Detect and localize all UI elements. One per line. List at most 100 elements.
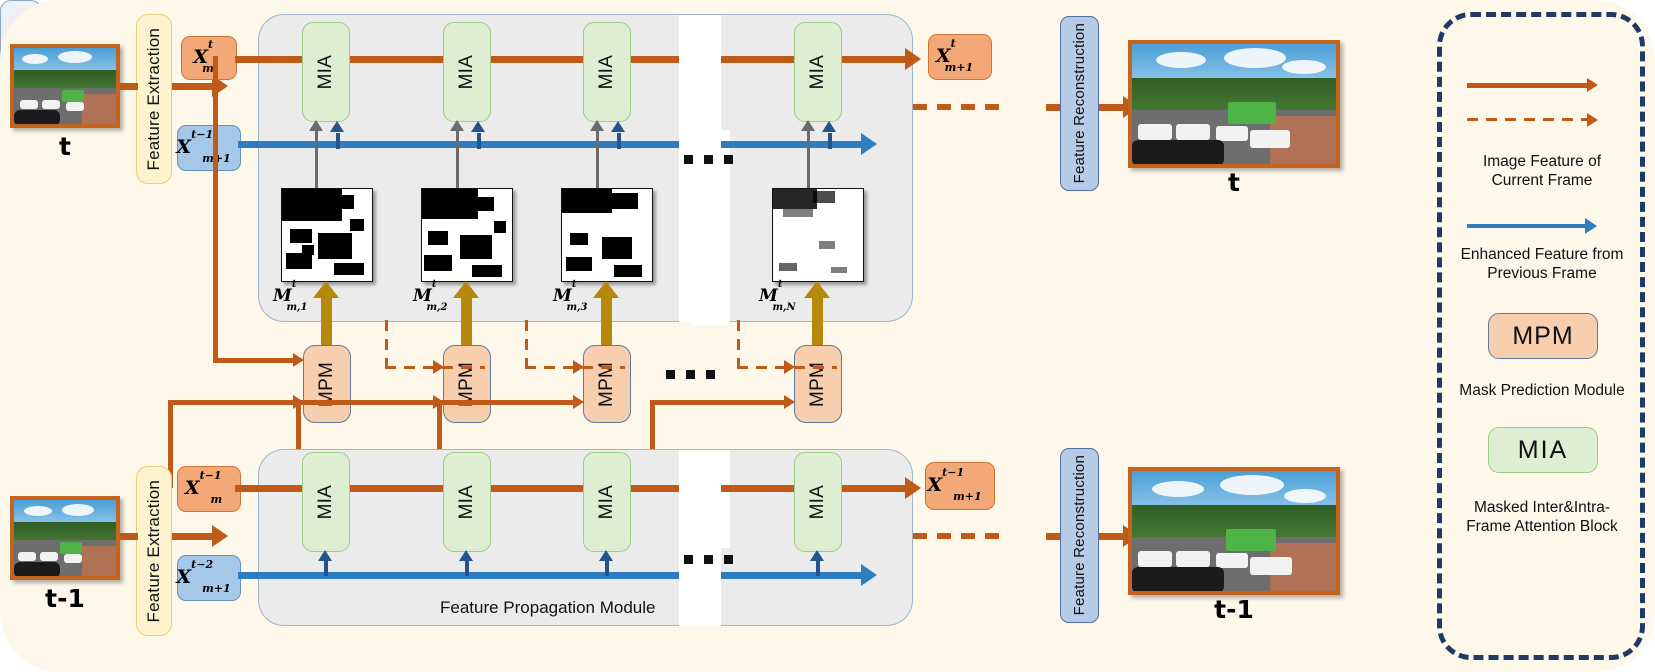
- mpm-block-2[interactable]: MPM: [443, 345, 491, 423]
- input-frame-photo-top: [10, 44, 120, 128]
- photo-car: [1250, 557, 1292, 575]
- photo-sidewalk: [82, 546, 116, 576]
- blue-feed-arrow-bottom-3: [599, 550, 613, 561]
- gold-arrow-4: [804, 281, 830, 298]
- mia-block-bottom-3[interactable]: MIA: [583, 452, 631, 552]
- mia-block-top-3[interactable]: MIA: [583, 22, 631, 122]
- mia-block-top-4[interactable]: MIA: [794, 22, 842, 122]
- legend-caption-1-line1: Image Feature of: [1482, 153, 1602, 170]
- bottom-blue-bus-2: [721, 572, 861, 579]
- tag-xt2m1-bottom[interactable]: Xt−2m+1: [176, 555, 241, 601]
- legend-caption-4-line1: Masked Inter&Intra-: [1473, 499, 1611, 516]
- top-recon-out-line: [1099, 104, 1123, 111]
- xtm-down-line: [213, 56, 218, 361]
- mia-block-bottom-4[interactable]: MIA: [794, 452, 842, 552]
- mpm-block-1[interactable]: MPM: [303, 345, 351, 423]
- photo-car-dark: [1132, 567, 1224, 591]
- mask-tile-2: [421, 188, 513, 282]
- photo-bus: [62, 90, 84, 102]
- tag-xtm-top[interactable]: Xtm: [181, 36, 237, 80]
- gold-arrow-1: [313, 281, 339, 298]
- feature-extraction-top[interactable]: Feature Extraction: [136, 14, 172, 184]
- legend-arrow-blue-head: [1585, 218, 1597, 234]
- tag-output-bottom[interactable]: Xt−1m+1: [925, 462, 995, 510]
- mask-label-4: Mtm,N: [759, 279, 796, 314]
- xtm-to-mpm1-line: [213, 358, 295, 363]
- legend-chip-mia-label: MIA: [1517, 435, 1569, 464]
- mpm3-dashed-arrow: [573, 360, 584, 374]
- feature-reconstruction-bottom[interactable]: Feature Reconstruction: [1060, 448, 1099, 623]
- mpm3-dashed-vert: [525, 320, 528, 368]
- mask-feed-arrow-top-2: [450, 120, 464, 131]
- fe-output-line-top: [172, 83, 212, 90]
- photo-cloud: [62, 504, 94, 516]
- photo-to-fe-line-top: [120, 83, 138, 90]
- mia-block-bottom-2[interactable]: MIA: [443, 452, 491, 552]
- tag-xt1m1-top[interactable]: Xt−1m+1: [176, 125, 241, 171]
- legend-arrow-solid-orange-head: [1587, 78, 1598, 92]
- blue-feed-line-top-3: [617, 133, 621, 149]
- blue-feed-arrow-bottom-1: [318, 550, 332, 561]
- mia-block-bottom-4-label: MIA: [807, 484, 828, 520]
- mpm-block-4[interactable]: MPM: [794, 345, 842, 423]
- tag-output-top[interactable]: Xtm+1: [928, 34, 992, 80]
- tag-xt2m1-bottom-text: Xt−2m+1: [176, 557, 231, 596]
- legend-arrow-dashed-orange: [1467, 118, 1587, 121]
- tag-xtm-bottom-text: Xt−1m: [184, 468, 223, 507]
- photo-car: [1138, 551, 1172, 567]
- blue-feed-line-bottom-1: [324, 560, 328, 576]
- legend-caption-1: Image Feature of Current Frame: [1447, 152, 1637, 191]
- photo-bus: [60, 542, 82, 554]
- mpm-block-3[interactable]: MPM: [583, 345, 631, 423]
- mia-block-top-2[interactable]: MIA: [443, 22, 491, 122]
- photo-bus: [1228, 102, 1276, 124]
- photo-car: [66, 102, 84, 111]
- mask-label-2: Mtm,2: [413, 279, 448, 314]
- bottom-blue-bus-arrow: [861, 564, 877, 586]
- photo-cloud: [1282, 60, 1326, 74]
- mask-tile-4: [772, 188, 864, 282]
- gold-line-4: [812, 295, 823, 345]
- gold-arrow-3: [593, 281, 619, 298]
- mia-block-top-4-label: MIA: [807, 54, 828, 90]
- feature-reconstruction-top[interactable]: Feature Reconstruction: [1060, 16, 1099, 191]
- photo-car: [1138, 124, 1172, 140]
- fpm-gap-bottom-wide: [690, 450, 730, 548]
- photo-car: [1216, 126, 1248, 141]
- mask-feed-arrow-top-1: [309, 120, 323, 131]
- legend-caption-2: Enhanced Feature from Previous Frame: [1442, 245, 1642, 284]
- input-frame-label-bottom: t-1: [45, 584, 85, 613]
- input-frame-label-top: t: [59, 132, 71, 161]
- photo-car: [1176, 124, 1210, 140]
- gold-line-1: [321, 295, 332, 345]
- tag-xtm-bottom[interactable]: Xt−1m: [177, 466, 241, 512]
- mask-feed-line-top-4: [807, 129, 810, 204]
- mia-block-top-1[interactable]: MIA: [302, 22, 350, 122]
- top-blue-bus-2: [721, 141, 861, 148]
- bottom-orange-bus-arrow: [905, 477, 921, 499]
- photo-car-dark: [14, 110, 60, 124]
- feature-extraction-bottom[interactable]: Feature Extraction: [136, 466, 172, 636]
- legend-caption-3: Mask Prediction Module: [1442, 381, 1642, 400]
- legend-arrow-dashed-orange-head: [1587, 113, 1598, 127]
- photo-car-dark: [14, 562, 60, 576]
- mia-block-bottom-1[interactable]: MIA: [302, 452, 350, 552]
- photo-cloud: [22, 54, 48, 64]
- mpm2-feed-line: [296, 400, 436, 405]
- blue-feed-arrow-top-1: [330, 121, 344, 132]
- blue-feed-line-top-1: [336, 133, 340, 149]
- photo-car: [20, 100, 38, 109]
- output-frame-photo-bottom: [1128, 467, 1340, 595]
- feature-reconstruction-label-top: Feature Reconstruction: [1071, 23, 1088, 184]
- photo-cloud: [58, 51, 92, 63]
- bottom-dashed-output-line: [913, 533, 1003, 539]
- mia-block-top-3-label: MIA: [596, 54, 617, 90]
- blue-feed-line-bottom-2: [465, 560, 469, 576]
- photo-car: [42, 100, 60, 109]
- tag-output-bottom-text: Xt−1m+1: [927, 465, 982, 504]
- tag-output-top-text: Xtm+1: [935, 36, 974, 75]
- photo-car: [1216, 553, 1248, 568]
- photo-car-dark: [1132, 140, 1224, 164]
- fpm-title: Feature Propagation Module: [440, 598, 656, 617]
- mask-feed-line-top-1: [315, 129, 318, 204]
